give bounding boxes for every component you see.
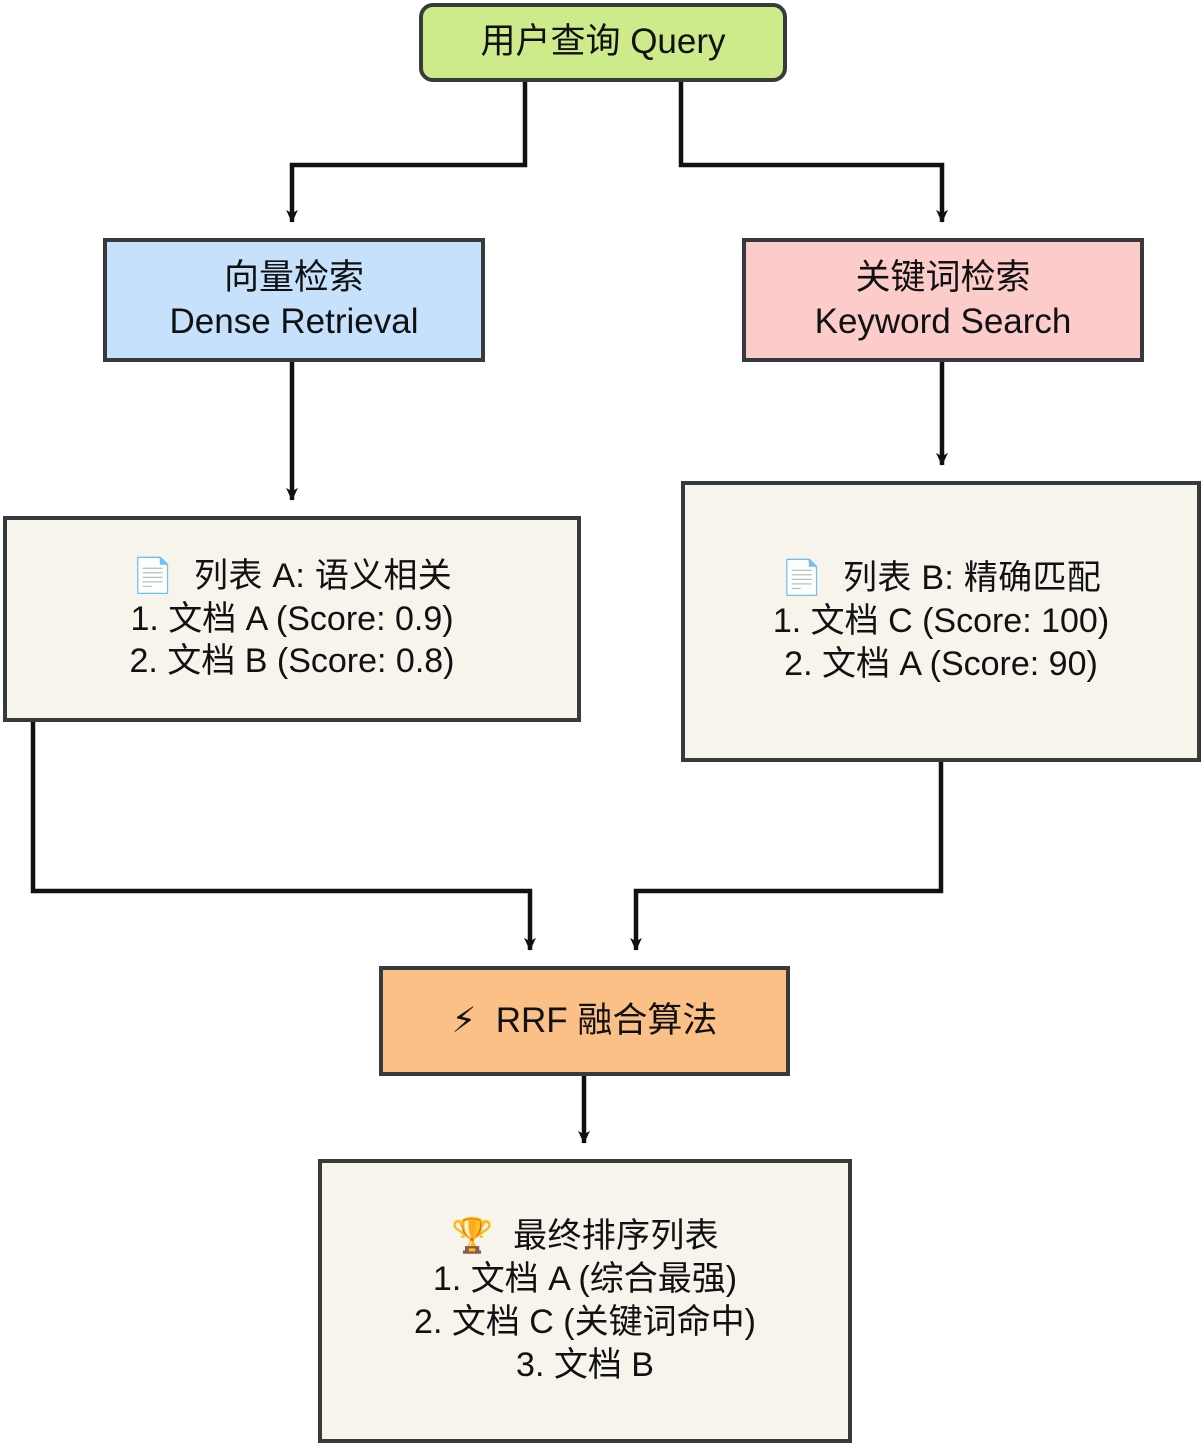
node-list-a-header-row: 📄 列表 A: 语义相关 <box>132 555 452 598</box>
node-list-b-item-1: 1. 文档 C (Score: 100) <box>772 602 1110 641</box>
node-final-item-3: 3. 文档 B <box>516 1345 654 1384</box>
node-list-a-header-label: 列表 A: 语义相关 <box>194 556 453 595</box>
node-rrf-label: RRF 融合算法 <box>495 1000 718 1040</box>
node-user-query[interactable]: 用户查询 Query <box>419 3 787 82</box>
node-final-header-label: 最终排序列表 <box>513 1217 719 1256</box>
node-keyword-line-2: Keyword Search <box>814 302 1072 341</box>
node-final-item-2: 2. 文档 C (关键词命中) <box>414 1303 756 1341</box>
edge-list-a-to-rrf <box>30 722 536 951</box>
node-list-b[interactable]: 📄 列表 B: 精确匹配 1. 文档 C (Score: 100) 2. 文档 … <box>681 481 1201 762</box>
node-list-a-item-1: 1. 文档 A (Score: 0.9) <box>130 599 454 638</box>
node-list-a[interactable]: 📄 列表 A: 语义相关 1. 文档 A (Score: 0.9) 2. 文档 … <box>3 516 581 722</box>
node-list-b-header-label: 列表 B: 精确匹配 <box>843 559 1102 598</box>
node-dense-line-1: 向量检索 <box>223 257 364 297</box>
node-list-b-item-2: 2. 文档 A (Score: 90) <box>784 644 1098 683</box>
node-final-ranked-list[interactable]: 🏆 最终排序列表 1. 文档 A (综合最强) 2. 文档 C (关键词命中) … <box>318 1159 852 1443</box>
page-facing-up-icon: 📄 <box>780 558 824 599</box>
node-rrf-fusion[interactable]: ⚡ RRF 融合算法 <box>379 966 790 1076</box>
node-dense-retrieval[interactable]: 向量检索 Dense Retrieval <box>103 238 485 362</box>
node-keyword-search[interactable]: 关键词检索 Keyword Search <box>742 238 1144 362</box>
node-final-header-row: 🏆 最终排序列表 <box>451 1215 719 1258</box>
node-dense-line-2: Dense Retrieval <box>169 302 419 341</box>
edge-query-to-dense <box>286 82 528 223</box>
edge-list-b-to-rrf <box>630 762 944 951</box>
edge-query-to-keyword <box>678 82 948 223</box>
high-voltage-icon: ⚡ <box>451 1000 477 1041</box>
node-keyword-line-1: 关键词检索 <box>855 257 1031 297</box>
node-final-item-1: 1. 文档 A (综合最强) <box>432 1260 738 1299</box>
node-list-a-item-2: 2. 文档 B (Score: 0.8) <box>129 642 455 681</box>
page-facing-up-icon: 📄 <box>131 555 175 596</box>
node-rrf-row: ⚡ RRF 融合算法 <box>452 999 718 1043</box>
node-list-b-header-row: 📄 列表 B: 精确匹配 <box>781 557 1101 600</box>
node-query-label: 用户查询 Query <box>480 22 726 62</box>
trophy-icon: 🏆 <box>451 1216 494 1257</box>
